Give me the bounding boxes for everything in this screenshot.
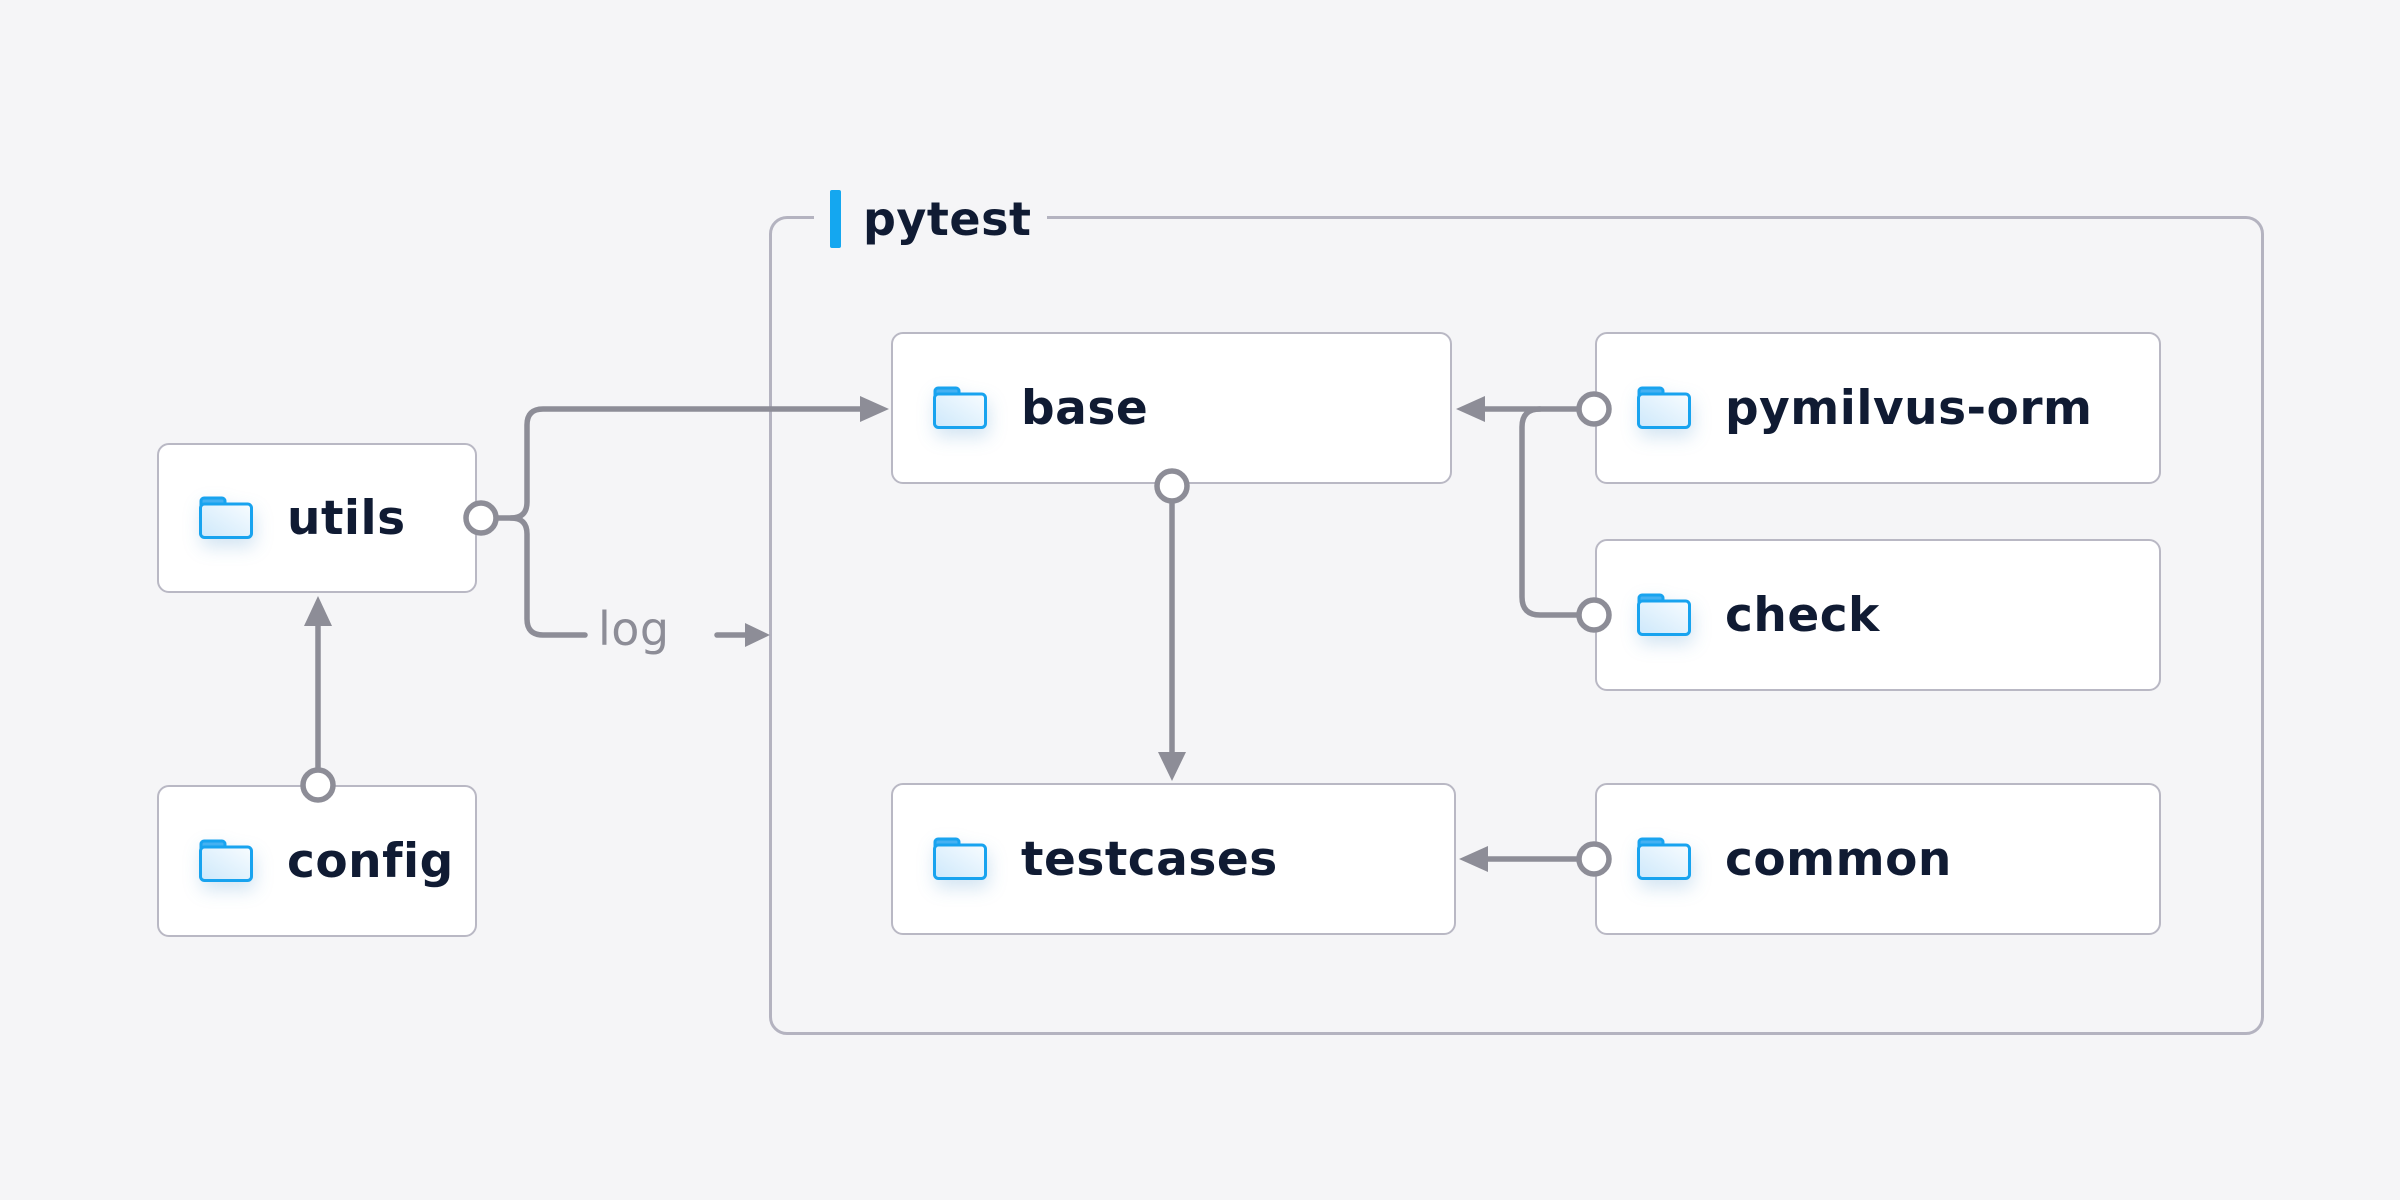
node-utils: utils <box>157 443 477 593</box>
pytest-group: pytest <box>769 186 2264 1035</box>
node-pymilvus-orm: pymilvus-orm <box>1595 332 2161 484</box>
group-title: pytest <box>863 192 1032 246</box>
folder-icon <box>1635 385 1693 431</box>
accent-bar-icon <box>830 190 841 248</box>
pytest-group-label: pytest <box>814 186 1048 252</box>
edge-label-log: log <box>598 602 670 656</box>
folder-icon <box>931 385 989 431</box>
node-common: common <box>1595 783 2161 935</box>
node-label: base <box>1021 380 1149 436</box>
node-label: check <box>1725 587 1880 643</box>
node-base: base <box>891 332 1452 484</box>
node-label: config <box>287 833 454 889</box>
folder-icon <box>931 836 989 882</box>
arrowhead-up <box>304 596 332 626</box>
folder-icon <box>197 838 255 884</box>
node-config: config <box>157 785 477 937</box>
node-label: utils <box>287 490 406 546</box>
node-label: common <box>1725 831 1952 887</box>
folder-icon <box>197 495 255 541</box>
node-label: testcases <box>1021 831 1278 887</box>
arrowhead-right <box>745 623 770 647</box>
folder-icon <box>1635 592 1693 638</box>
edge-config-utils <box>300 596 336 803</box>
folder-icon <box>1635 836 1693 882</box>
node-check: check <box>1595 539 2161 691</box>
edge-utils-log <box>508 515 588 638</box>
edge-log-group <box>714 623 770 647</box>
node-label: pymilvus-orm <box>1725 380 2093 436</box>
node-testcases: testcases <box>891 783 1456 935</box>
